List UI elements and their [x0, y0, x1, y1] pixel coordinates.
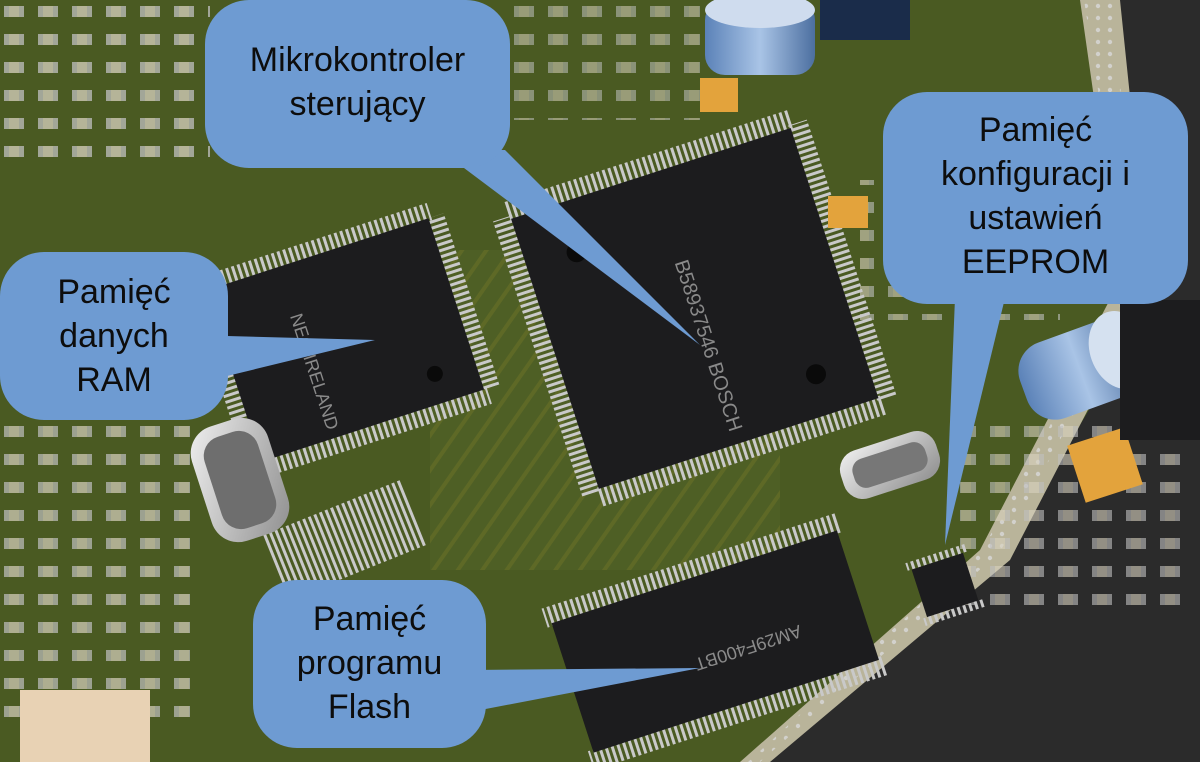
callout-mcu-label: Mikrokontroler sterujący [205, 38, 510, 126]
callout-line: Pamięć [57, 273, 171, 311]
eeprom-chip [905, 544, 985, 626]
smd-components [500, 0, 700, 120]
callout-ram-label: Pamięć danych RAM [0, 270, 228, 402]
connector [20, 690, 150, 762]
callout-mcu [205, 0, 700, 345]
callout-line: Pamięć [978, 111, 1093, 149]
callout-line: ustawień [968, 199, 1103, 237]
pin-header [262, 479, 428, 601]
callout-flash-label: Pamięć programu Flash [253, 597, 486, 729]
callout-line: sterujący [289, 85, 426, 123]
crystal [839, 430, 941, 500]
callout-line: Mikrokontroler [249, 41, 466, 79]
callout-line: Flash [327, 688, 412, 726]
flash-chip: AM29F400BT [541, 512, 889, 762]
tantalum-capacitor [700, 78, 738, 112]
smd-components [0, 420, 190, 720]
callout-line: Pamięć [312, 600, 427, 638]
tantalum-capacitor [828, 196, 868, 228]
callout-line: konfiguracji i [941, 155, 1130, 193]
callout-line: RAM [76, 361, 152, 399]
mcu-chip: B58937546 BOSCH [493, 109, 897, 507]
capacitor [705, 0, 910, 75]
side-chip [1120, 300, 1200, 440]
callout-eeprom-label: Pamięć konfiguracji i ustawień EEPROM [883, 108, 1188, 284]
callout-line: danych [59, 317, 169, 355]
callout-line: programu [296, 644, 443, 682]
crystal [190, 417, 290, 543]
callout-flash [253, 580, 700, 748]
callout-line: EEPROM [961, 243, 1110, 281]
callout-ram [0, 252, 375, 420]
smd-components [0, 0, 210, 160]
callout-eeprom [883, 92, 1188, 545]
tantalum-capacitor [1067, 427, 1143, 503]
